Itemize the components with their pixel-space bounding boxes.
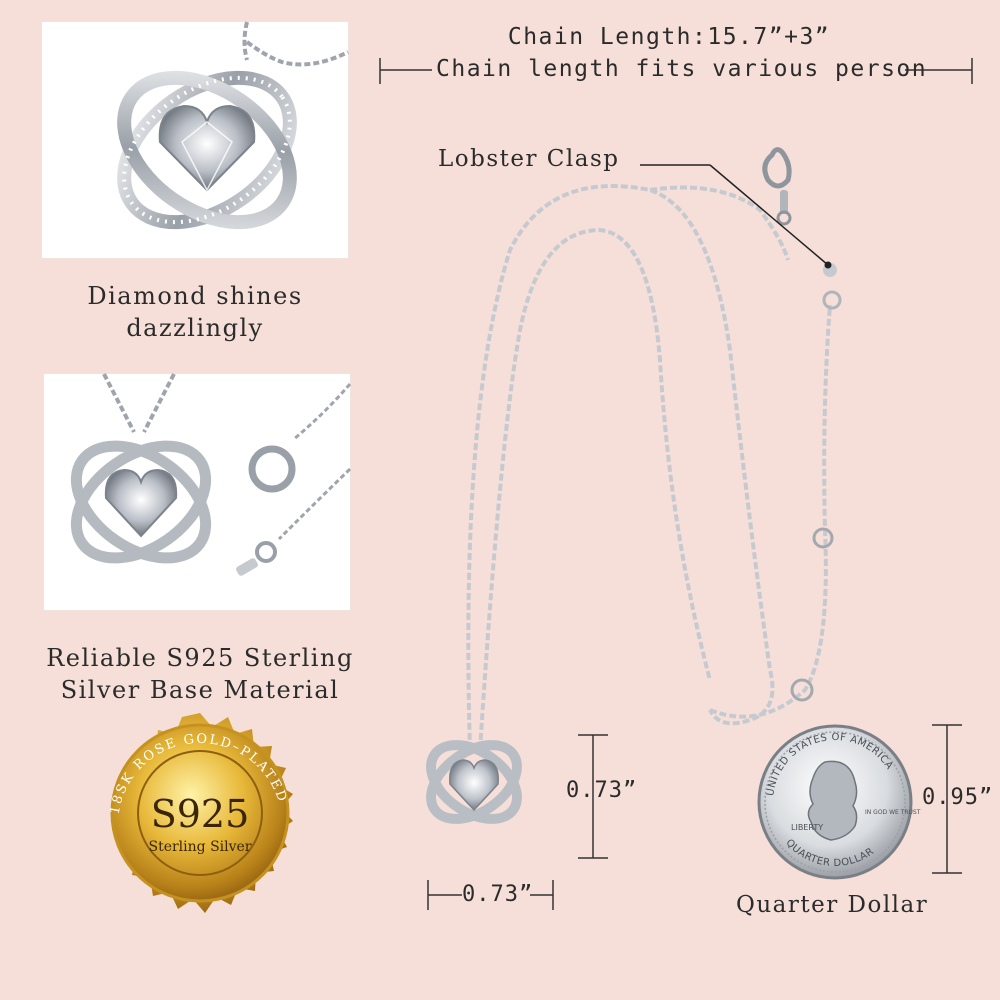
quarter-dollar-label: Quarter Dollar (736, 892, 929, 918)
pendant-width-label: 0.73” (462, 882, 534, 907)
pendant-closeup-illustration (117, 21, 349, 230)
seal-main-text: S925 (151, 792, 250, 836)
lobster-clasp-leader (640, 164, 832, 269)
pendant-and-clasp-image (44, 373, 352, 610)
caption-line: dazzlingly (126, 314, 264, 342)
coin-liberty-text: LIBERTY (791, 823, 823, 832)
dimension-line (379, 58, 973, 84)
pendant-closeup-image (42, 21, 349, 258)
caption-line: Diamond shines (87, 282, 303, 310)
lobster-clasp-label: Lobster Clasp (438, 146, 620, 172)
caption-line: Reliable S925 Sterling (46, 644, 354, 672)
feature-caption-material: Reliable S925 Sterling Silver Base Mater… (30, 642, 370, 706)
coin-height-label: 0.95” (922, 785, 994, 810)
chain-length-text: Chain Length:15.7”+3” (507, 24, 831, 50)
chain-fit-text: Chain length fits various person (436, 56, 928, 82)
s925-gold-seal: 18SK ROSE GOLD–PLATED S925 Sterling Silv… (108, 713, 293, 913)
quarter-coin: UNITED STATES OF AMERICA LIBERTY IN GOD … (757, 724, 921, 880)
pendant (426, 740, 522, 824)
caption-line: Silver Base Material (60, 676, 340, 704)
pendant-height-label: 0.73” (566, 778, 638, 803)
necklace-illustration (426, 147, 842, 824)
coin-motto-text: IN GOD WE TRUST (865, 809, 921, 816)
feature-caption-diamond: Diamond shines dazzlingly (42, 280, 348, 344)
seal-sub-text: Sterling Silver (148, 839, 251, 855)
pendant-clasp-illustration (70, 373, 352, 576)
